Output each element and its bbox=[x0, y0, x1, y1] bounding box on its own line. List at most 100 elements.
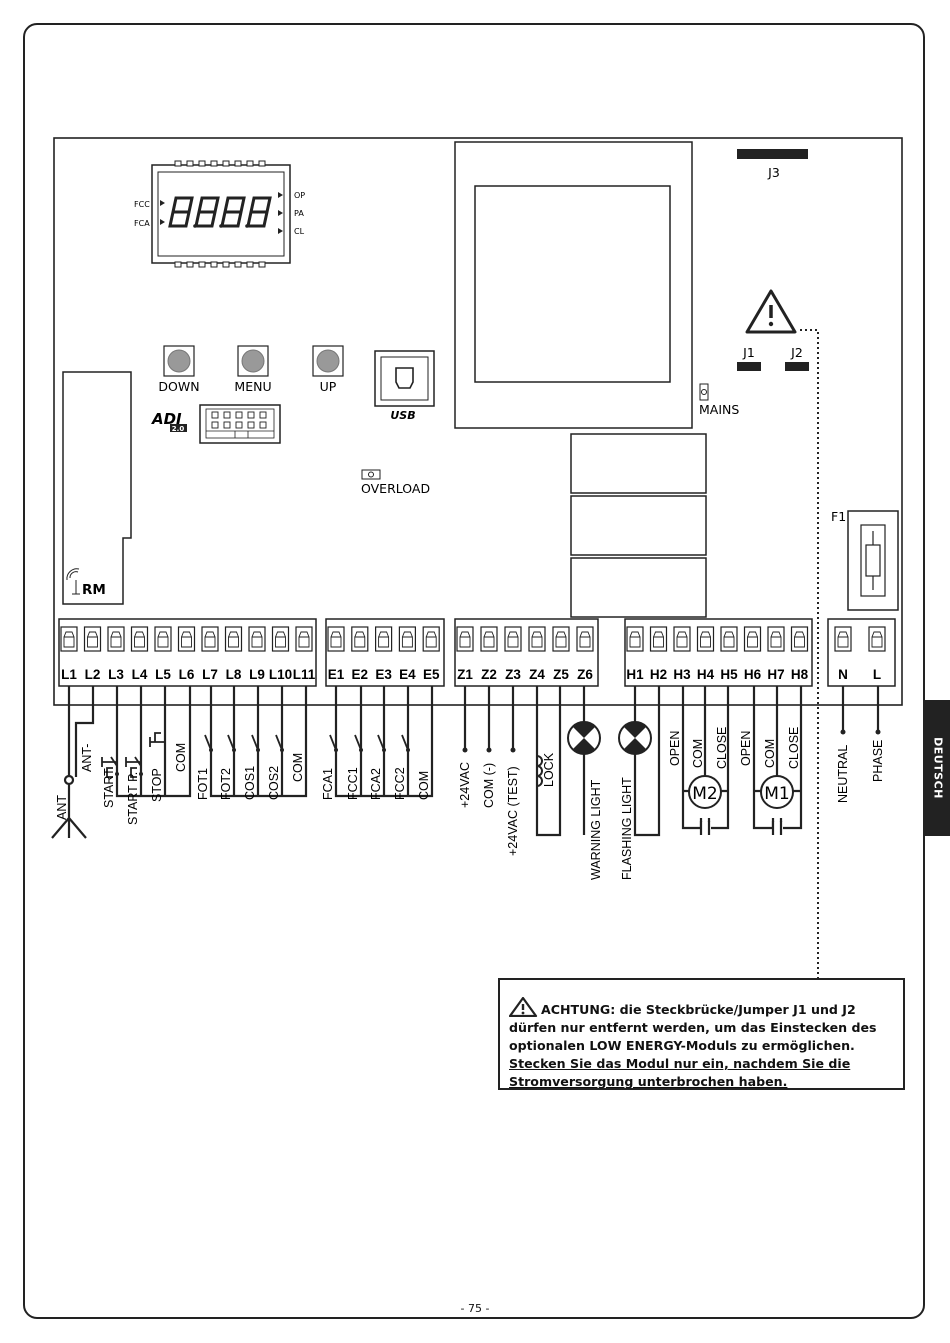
mains-led: MAINS bbox=[699, 383, 739, 417]
terminal-label-h2: H2 bbox=[650, 667, 667, 682]
terminal-label-z4: Z4 bbox=[529, 667, 545, 682]
terminal-label-l11: L11 bbox=[293, 667, 316, 682]
label-m2-open: OPEN bbox=[668, 731, 682, 766]
terminal-screw bbox=[248, 626, 266, 652]
overload-led: OVERLOAD bbox=[361, 469, 430, 496]
terminal-screw-detail bbox=[770, 631, 782, 648]
terminal-screw bbox=[576, 626, 594, 652]
label-start-p: START P. bbox=[126, 772, 140, 825]
down-button[interactable]: DOWN bbox=[158, 345, 200, 394]
terminal-label-e2: E2 bbox=[352, 667, 369, 682]
label-ant: ANT bbox=[55, 795, 69, 820]
seven-segment-digits bbox=[168, 196, 272, 228]
terminal-label-z1: Z1 bbox=[457, 667, 473, 682]
terminal-screw bbox=[154, 626, 172, 652]
terminal-screw bbox=[224, 626, 243, 652]
terminal-screw-detail bbox=[87, 631, 98, 648]
label-com-3: COM bbox=[417, 771, 431, 800]
terminal-label-h4: H4 bbox=[697, 667, 715, 682]
terminal-label-h7: H7 bbox=[767, 667, 784, 682]
label-24vac-test: +24VAC (TEST) bbox=[506, 766, 520, 856]
terminal-screw bbox=[422, 626, 440, 652]
terminal-screw-detail bbox=[483, 631, 495, 648]
dotted-leader-line bbox=[800, 329, 819, 978]
terminal-screw-detail bbox=[401, 631, 413, 648]
terminal-screw-detail bbox=[134, 631, 145, 648]
terminal-screw-detail bbox=[837, 631, 849, 648]
terminal-screw-detail bbox=[330, 631, 342, 648]
language-tab[interactable]: DEUTSCH bbox=[925, 700, 950, 836]
capacitor-icons bbox=[699, 821, 783, 835]
display-label-op: OP bbox=[294, 191, 305, 200]
label-flashing-light: FLASHING LIGHT bbox=[620, 777, 634, 880]
display-label-fca: FCA bbox=[134, 219, 150, 228]
terminal-screw bbox=[327, 626, 345, 652]
adi-logo: ADI bbox=[151, 410, 182, 428]
label-cos2: COS2 bbox=[267, 766, 281, 800]
label-fot2: FOT2 bbox=[219, 768, 233, 800]
label-ant-minus: ANT- bbox=[80, 744, 94, 772]
terminal-screw-detail bbox=[794, 631, 805, 648]
warning-icon bbox=[745, 289, 797, 334]
terminal-screw-detail bbox=[204, 631, 216, 648]
terminal-screw bbox=[398, 626, 416, 652]
fuse-label: F1 bbox=[831, 509, 846, 524]
terminal-screw-detail bbox=[157, 631, 169, 648]
terminal-screw-detail bbox=[459, 631, 471, 648]
terminal-screw bbox=[504, 626, 522, 652]
display-arrow-icons bbox=[160, 192, 283, 234]
relay-blocks bbox=[570, 433, 707, 618]
label-lock: LOCK bbox=[542, 752, 556, 787]
up-button-label: UP bbox=[320, 379, 337, 394]
terminal-screw bbox=[767, 626, 785, 652]
terminal-screw-detail bbox=[181, 631, 192, 648]
terminal-screw-detail bbox=[110, 631, 122, 648]
terminal-label-e3: E3 bbox=[375, 667, 392, 682]
motor-m1-label: M1 bbox=[764, 784, 789, 804]
label-phase: PHASE bbox=[871, 740, 885, 782]
jumper-j1[interactable]: J1 bbox=[737, 345, 761, 371]
terminal-screw-detail bbox=[228, 631, 239, 648]
terminal-label-h5: H5 bbox=[720, 667, 738, 682]
label-fcc1: FCC1 bbox=[346, 767, 360, 800]
motor-m2-label: M2 bbox=[692, 784, 717, 804]
terminal-screw bbox=[480, 626, 498, 652]
rm-radio-module-slot: RM bbox=[62, 371, 132, 605]
jumper-j2[interactable]: J2 bbox=[785, 345, 809, 371]
terminal-screw bbox=[743, 626, 762, 652]
terminal-label-l5: L5 bbox=[155, 667, 171, 682]
note-line-2: dürfen nur entfernt werden, um das Einst… bbox=[509, 1020, 877, 1035]
antenna-icon bbox=[66, 568, 80, 595]
menu-button[interactable]: MENU bbox=[234, 345, 272, 394]
display-label-cl: CL bbox=[294, 227, 305, 236]
terminal-screw bbox=[375, 626, 393, 652]
terminal-label-z5: Z5 bbox=[553, 667, 569, 682]
terminal-screw bbox=[201, 626, 219, 652]
terminal-screw bbox=[673, 626, 691, 652]
terminal-label-e4: E4 bbox=[399, 667, 416, 682]
terminal-label-l10: L10 bbox=[269, 667, 292, 682]
terminal-label-l4: L4 bbox=[132, 667, 148, 682]
terminal-screw-detail bbox=[425, 631, 437, 648]
terminal-screw bbox=[60, 626, 78, 652]
up-button[interactable]: UP bbox=[312, 345, 344, 394]
terminal-screw bbox=[626, 626, 644, 652]
terminal-screw-detail bbox=[531, 631, 543, 648]
page-frame bbox=[23, 23, 925, 1319]
terminal-screw-detail bbox=[653, 631, 664, 648]
note-line-1: die Steckbrücke/Jumper J1 und J2 bbox=[615, 1002, 856, 1017]
motor-m2-icon: M2 bbox=[688, 775, 722, 828]
warning-light-lamp-icon bbox=[567, 721, 601, 755]
label-fca1: FCA1 bbox=[321, 768, 335, 800]
lock-coil-icon bbox=[536, 755, 543, 787]
terminal-screw-detail bbox=[63, 631, 75, 648]
label-m2-com: COM bbox=[691, 739, 705, 768]
terminal-label-z3: Z3 bbox=[505, 667, 521, 682]
label-m1-com: COM bbox=[763, 739, 777, 768]
j3-label: J3 bbox=[767, 165, 780, 180]
terminal-screw-detail bbox=[251, 631, 263, 648]
terminal-screw-detail bbox=[378, 631, 390, 648]
terminal-screw bbox=[552, 626, 570, 652]
label-fcc2: FCC2 bbox=[393, 767, 407, 800]
